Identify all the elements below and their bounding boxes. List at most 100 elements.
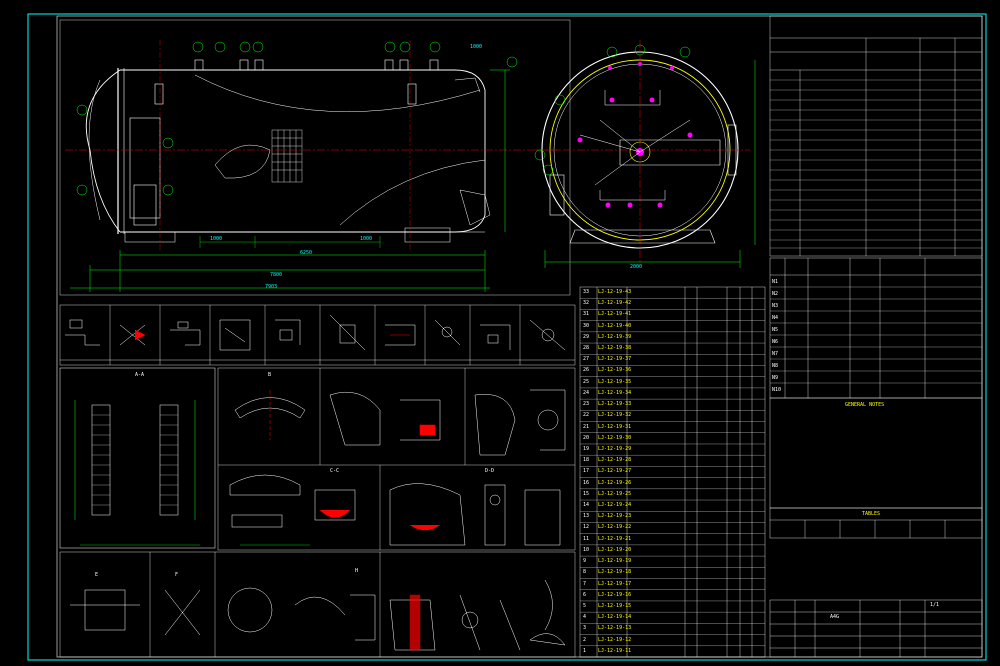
parts-row-number: 10 (583, 546, 590, 553)
dim-overall-length: 7800 (270, 272, 283, 278)
main-elevation-view (59, 19, 571, 296)
parts-list-rows (580, 298, 765, 658)
notes-area (769, 397, 983, 539)
parts-row-code: LJ-12-19-38 (598, 345, 632, 352)
nozzle-id: N7 (772, 351, 779, 357)
section-title-aa: A-A (135, 372, 145, 378)
section-title-cc: C-C (330, 468, 340, 474)
parts-row-code: LJ-12-19-33 (598, 401, 632, 408)
parts-row-number: 18 (583, 457, 590, 464)
parts-row-code: LJ-12-19-21 (598, 535, 632, 542)
parts-row-number: 30 (583, 322, 590, 329)
parts-row-number: 25 (583, 378, 590, 385)
parts-row-code: LJ-12-19-27 (598, 468, 632, 475)
nozzle-id: N8 (772, 363, 779, 369)
parts-row-code: LJ-12-19-43 (598, 289, 632, 295)
parts-row-code: LJ-12-19-25 (598, 490, 632, 497)
title-block (769, 599, 983, 658)
parts-row-code: LJ-12-19-36 (598, 367, 632, 374)
parts-row-number: 13 (583, 513, 590, 520)
parts-row-code: LJ-12-19-30 (598, 434, 632, 441)
parts-row-number: 19 (583, 445, 590, 452)
spec-panel (769, 15, 983, 257)
section-aa (59, 367, 216, 549)
nozzle-id: N3 (772, 303, 779, 309)
parts-row-code: LJ-12-19-22 (598, 524, 632, 531)
tables-title: TABLES (862, 511, 881, 517)
parts-row-number: 8 (583, 569, 587, 576)
parts-row-number: 1 (583, 647, 587, 654)
parts-row-number: 9 (583, 558, 587, 565)
parts-row-number: 14 (583, 502, 590, 509)
dim-nozzle-c: 1000 (210, 236, 223, 242)
general-notes-title: GENERAL NOTES (845, 402, 885, 408)
dim-shell-length: 6250 (300, 250, 313, 256)
nozzle-id: N2 (772, 291, 779, 297)
nozzle-id: N5 (772, 327, 779, 333)
parts-row-code: LJ-12-19-42 (598, 300, 632, 307)
title-block-label: A4G (830, 614, 840, 620)
nozzle-table-rows (770, 286, 982, 384)
parts-row-code: LJ-12-19-12 (598, 636, 632, 643)
parts-row-code: LJ-12-19-32 (598, 412, 632, 419)
nozzle-id: N4 (772, 315, 779, 321)
parts-row-code: LJ-12-19-14 (598, 614, 632, 621)
parts-row-number: 24 (583, 389, 590, 396)
parts-row-number: 22 (583, 412, 590, 419)
parts-row-code: LJ-12-19-31 (598, 423, 632, 430)
parts-row-number: 23 (583, 401, 590, 408)
parts-row-number: 6 (583, 591, 587, 598)
sheet-number: 1/1 (930, 602, 940, 608)
section-title-f: F (175, 572, 179, 578)
parts-row-number: 20 (583, 434, 590, 441)
parts-row-number: 5 (583, 602, 587, 609)
parts-row-code: LJ-12-19-28 (598, 457, 632, 464)
parts-row-code: LJ-12-19-23 (598, 513, 632, 520)
nozzle-id: N6 (772, 339, 779, 345)
section-title-dd: D-D (485, 468, 495, 474)
parts-row-number: 28 (583, 345, 590, 352)
spec-panel-rows (770, 79, 982, 249)
section-title-h: H (355, 568, 359, 574)
parts-row-code: LJ-12-19-41 (598, 311, 632, 318)
parts-row-code: LJ-12-19-20 (598, 546, 632, 553)
section-title-b: B (268, 372, 272, 378)
nozzle-id: N1 (772, 279, 779, 285)
parts-row-code: LJ-12-19-15 (598, 602, 632, 609)
parts-row-code: LJ-12-19-35 (598, 378, 632, 385)
parts-row-code: LJ-12-19-19 (598, 558, 632, 565)
parts-row-number: 17 (583, 468, 590, 475)
parts-row-code: LJ-12-19-24 (598, 502, 632, 509)
dim-end-width: 2000 (630, 264, 643, 270)
parts-row-code: LJ-12-19-11 (598, 647, 632, 654)
dim-total: 7903 (265, 284, 278, 290)
dim-nozzle-b: 1000 (360, 236, 373, 242)
parts-list-frame (579, 286, 766, 658)
parts-row-number: 33 (583, 289, 590, 295)
parts-row-number: 26 (583, 367, 590, 374)
parts-row-number: 3 (583, 625, 587, 632)
parts-row-number: 29 (583, 333, 590, 340)
section-views-grid (59, 367, 576, 658)
parts-row-code: LJ-12-19-34 (598, 389, 632, 396)
parts-row-code: LJ-12-19-18 (598, 569, 632, 576)
detail-strip (59, 304, 576, 366)
parts-row-number: 7 (583, 580, 587, 587)
parts-row-number: 27 (583, 356, 590, 363)
dim-nozzle-a: 1000 (470, 44, 483, 50)
outer-frame (27, 13, 987, 661)
parts-row-number: 2 (583, 636, 587, 643)
end-view (534, 40, 756, 268)
inner-frame (56, 15, 983, 658)
parts-row-number: 31 (583, 311, 590, 318)
section-title-e: E (95, 572, 99, 578)
parts-row-number: 4 (583, 614, 587, 621)
section-details (70, 389, 566, 651)
parts-row-number: 32 (583, 300, 590, 307)
parts-row-code: LJ-12-19-26 (598, 479, 632, 486)
parts-row-code: LJ-12-19-29 (598, 445, 632, 452)
parts-row-code: LJ-12-19-37 (598, 356, 632, 363)
